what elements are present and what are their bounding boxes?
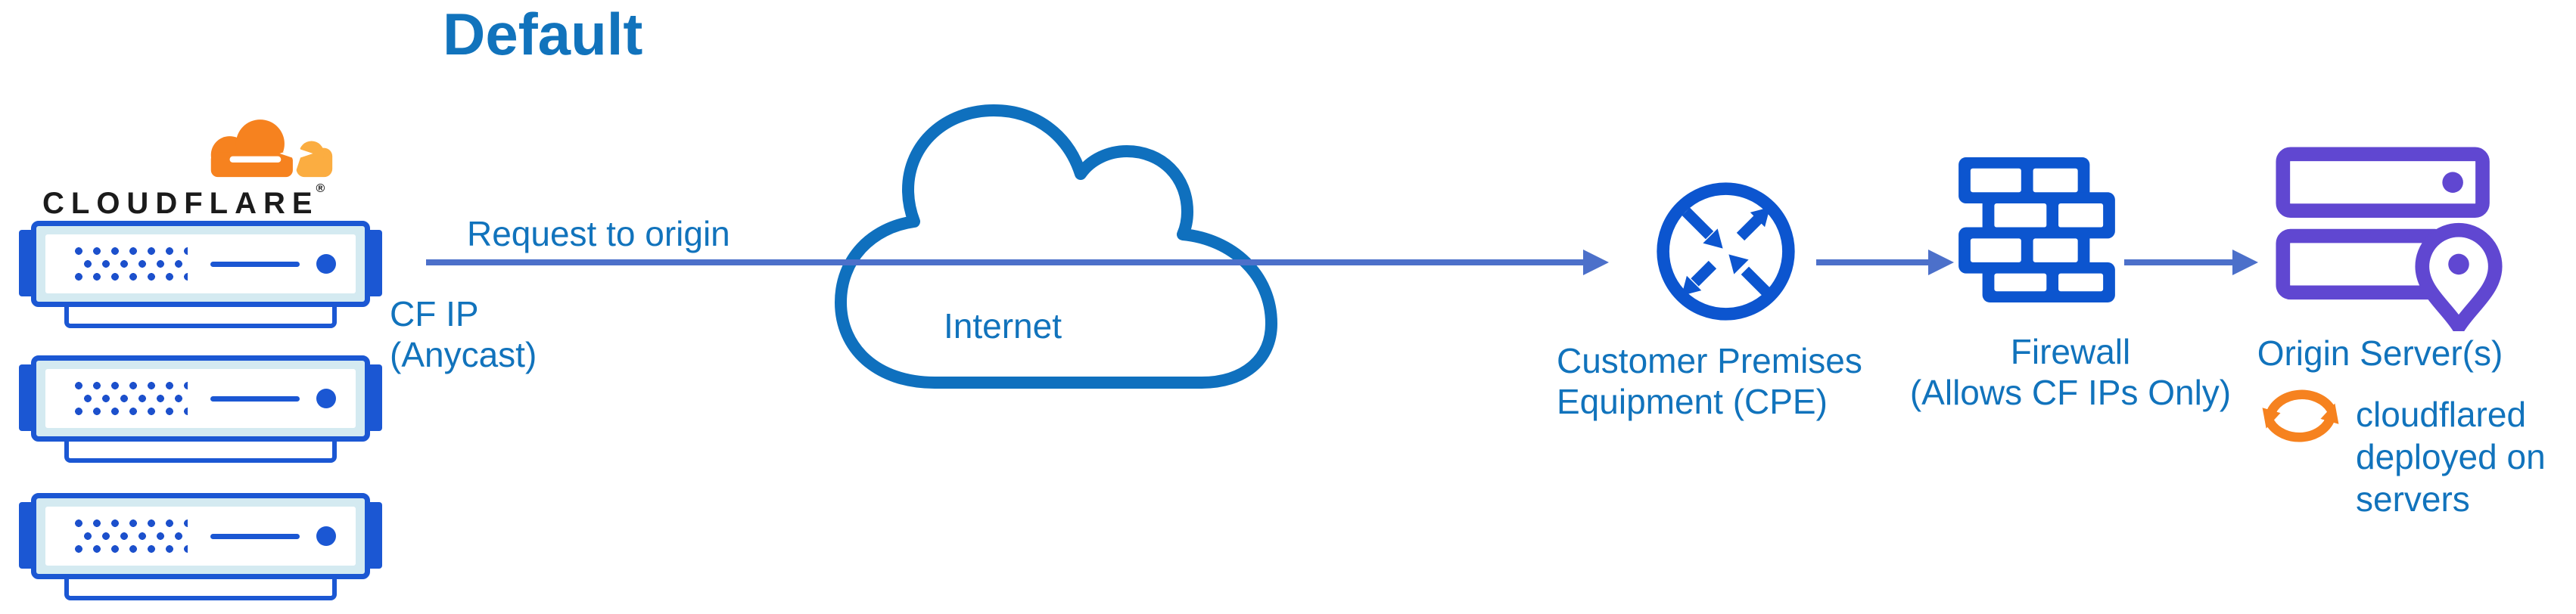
power-led: [316, 526, 336, 546]
diagram-title: Default: [443, 1, 643, 67]
vent-dots: [74, 246, 188, 282]
cloudflare-cloud-icon: [210, 119, 333, 178]
edge-server-icon: [19, 355, 382, 463]
firewall-to-origin-arrowhead: [2232, 250, 2258, 275]
cloudflare-wordmark: CLOUDFLARE®: [42, 182, 325, 220]
edge-server-icon: [19, 493, 382, 600]
edge-server-icon: [19, 221, 382, 328]
brick-wall-icon: [1958, 157, 2115, 302]
origin-servers-icon: [2276, 147, 2503, 331]
cloudflared-note: cloudflared deployed on servers: [2356, 395, 2546, 519]
cpe-to-firewall-arrowhead: [1928, 250, 1954, 275]
power-led: [316, 389, 336, 408]
cf-ip-anycast-label: CF IP (Anycast): [390, 294, 537, 374]
firewall-label: Firewall (Allows CF IPs Only): [1909, 332, 2232, 412]
request-arrowhead: [1583, 250, 1609, 275]
origin-servers-label: Origin Server(s): [2257, 333, 2503, 373]
registered-mark: ®: [316, 182, 325, 195]
firewall-to-origin-arrow-line: [2124, 259, 2232, 265]
location-pin-icon: [2415, 222, 2503, 331]
request-arrow-line: [426, 259, 1583, 265]
vent-dots: [74, 380, 188, 417]
router-icon: [1657, 182, 1795, 321]
vent-dots: [74, 518, 188, 554]
sync-arrows-icon: [2262, 389, 2339, 442]
internet-cloud-icon: [835, 104, 1277, 389]
request-arrow-label: Request to origin: [467, 214, 730, 253]
cpe-label: Customer Premises Equipment (CPE): [1557, 341, 1862, 421]
cpe-to-firewall-arrow-line: [1816, 259, 1930, 265]
internet-label: Internet: [944, 306, 1062, 346]
power-led: [316, 254, 336, 274]
